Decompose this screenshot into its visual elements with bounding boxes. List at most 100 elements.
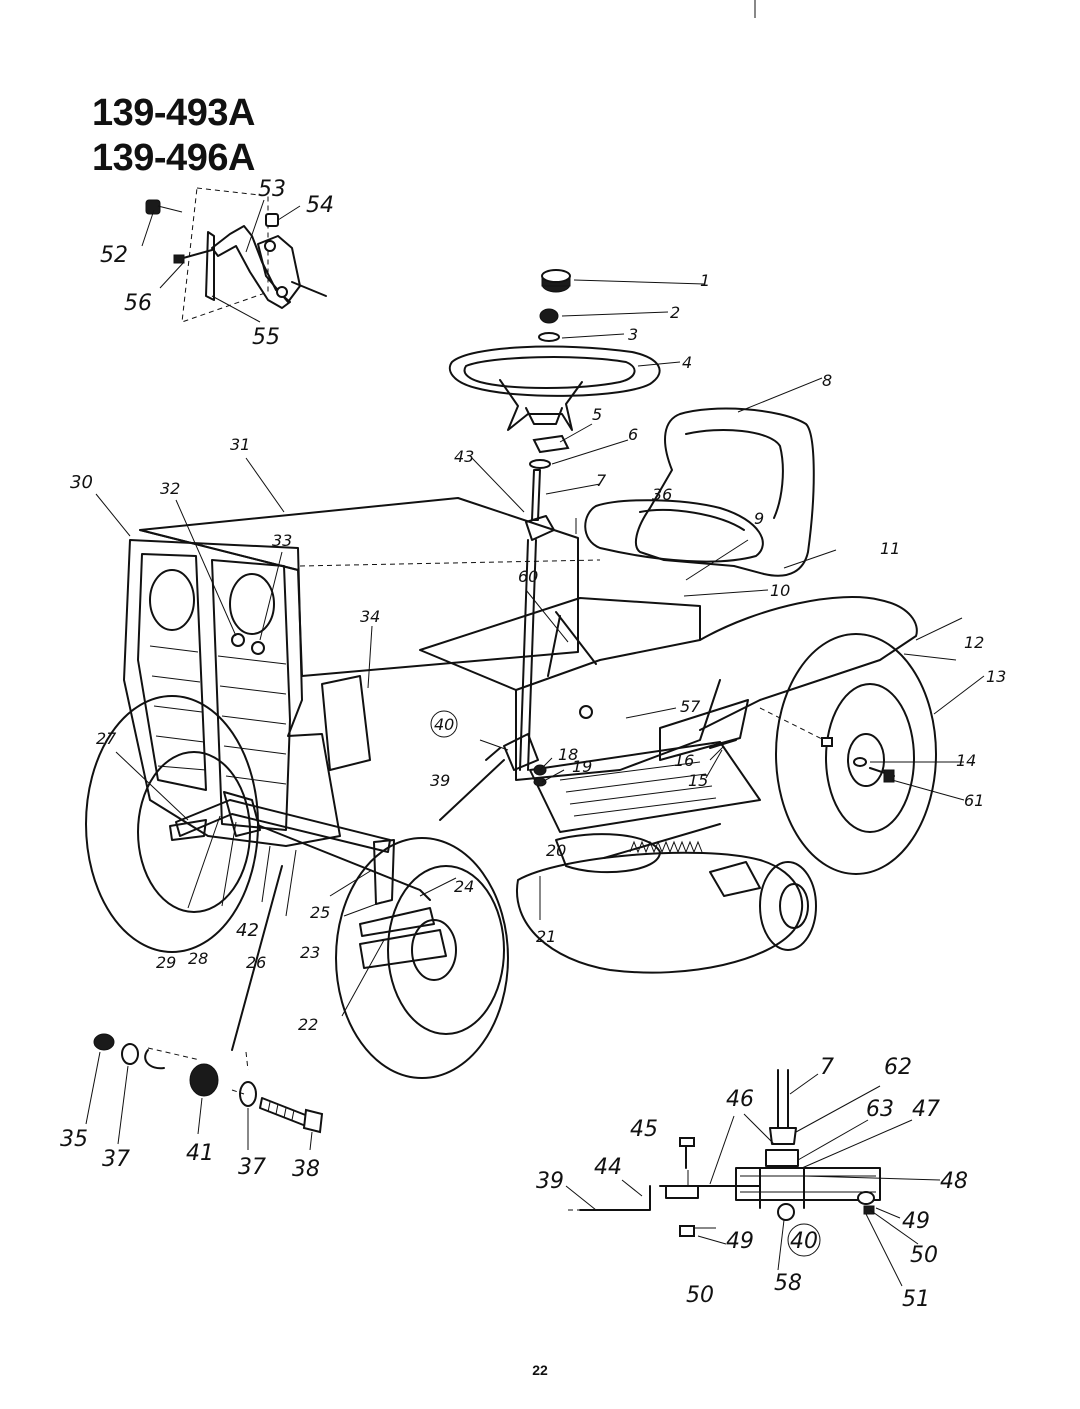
bolt-icon bbox=[679, 1137, 695, 1169]
headlight-left bbox=[149, 569, 195, 631]
callout-13: 13 bbox=[986, 667, 1006, 686]
callout-58: 58 bbox=[774, 1271, 802, 1296]
callout-40-detail-circle: 40 bbox=[787, 1223, 821, 1257]
callout-7: 7 bbox=[596, 471, 607, 490]
bolt-icon bbox=[259, 1097, 324, 1134]
leader-1 bbox=[573, 279, 705, 285]
callout-labels: 53 54 52 56 55 1 2 3 4 8 5 6 31 43 7 30 … bbox=[60, 177, 1006, 1312]
brake-lever bbox=[211, 225, 291, 309]
deck-spring bbox=[603, 823, 721, 859]
axle-callout-line bbox=[231, 865, 283, 1051]
callout-39-detail: 39 bbox=[536, 1169, 564, 1194]
rear-tire bbox=[775, 633, 937, 875]
leader-53 bbox=[245, 199, 265, 253]
pivot-hole bbox=[264, 240, 276, 252]
callout-28: 28 bbox=[188, 949, 208, 968]
callout-6: 6 bbox=[628, 425, 638, 444]
callout-25: 25 bbox=[310, 903, 330, 922]
callout-32: 32 bbox=[160, 479, 180, 498]
callout-7-detail: 7 bbox=[820, 1055, 834, 1080]
nut-icon bbox=[265, 213, 279, 227]
gauge-wheel bbox=[759, 861, 817, 951]
bushing-icon bbox=[189, 1063, 219, 1097]
hood-icon bbox=[95, 457, 601, 847]
callout-45: 45 bbox=[630, 1117, 658, 1142]
callout-18: 18 bbox=[558, 745, 578, 764]
page-number: 22 bbox=[532, 1362, 548, 1378]
callout-42: 42 bbox=[236, 920, 259, 941]
callout-46: 46 bbox=[726, 1087, 754, 1112]
callout-19: 19 bbox=[572, 757, 592, 776]
callout-26: 26 bbox=[246, 953, 266, 972]
brake-cable-stub bbox=[291, 281, 327, 297]
front-axle bbox=[115, 751, 505, 1051]
linkage-hardware bbox=[479, 733, 737, 787]
callout-3: 3 bbox=[628, 325, 638, 344]
callout-43: 43 bbox=[454, 447, 474, 466]
model-number-primary: 139-493A bbox=[92, 92, 255, 134]
callout-36: 36 bbox=[652, 485, 672, 504]
callout-56: 56 bbox=[124, 291, 152, 316]
pin-icon bbox=[173, 249, 213, 264]
callout-34: 34 bbox=[360, 607, 380, 626]
steering-gear-detail bbox=[565, 1069, 941, 1287]
dash-light bbox=[321, 675, 371, 771]
callout-21: 21 bbox=[536, 927, 556, 946]
hub-washer-icon bbox=[529, 459, 551, 469]
callout-40-circle: 40 bbox=[430, 710, 458, 738]
callout-49-right: 49 bbox=[902, 1209, 930, 1234]
callout-14: 14 bbox=[956, 751, 976, 770]
callout-47: 47 bbox=[912, 1097, 940, 1122]
callout-22: 22 bbox=[298, 1015, 318, 1034]
callout-31: 31 bbox=[230, 435, 250, 454]
callout-50-right: 50 bbox=[910, 1243, 938, 1268]
callout-61: 61 bbox=[964, 791, 984, 810]
spindle bbox=[359, 929, 447, 969]
headlight-bulb bbox=[251, 641, 265, 655]
lift-lever bbox=[547, 611, 597, 677]
drag-link bbox=[439, 759, 505, 821]
callout-49-left: 49 bbox=[726, 1229, 754, 1254]
callout-40: 40 bbox=[434, 715, 454, 734]
callout-55: 55 bbox=[252, 325, 280, 350]
callout-62: 62 bbox=[884, 1055, 912, 1080]
callout-10: 10 bbox=[770, 581, 790, 600]
axle-hardware-detail bbox=[85, 1033, 324, 1151]
callout-41: 41 bbox=[186, 1141, 214, 1166]
body-panel bbox=[321, 518, 957, 833]
callout-37-right: 37 bbox=[238, 1155, 266, 1180]
leader-54 bbox=[277, 205, 301, 221]
callout-8: 8 bbox=[822, 371, 832, 390]
callout-23: 23 bbox=[300, 943, 320, 962]
callout-57: 57 bbox=[680, 697, 701, 716]
callout-2: 2 bbox=[670, 303, 680, 322]
model-number-secondary: 139-496A bbox=[92, 137, 255, 179]
washer-icon bbox=[121, 1043, 139, 1065]
washer-icon bbox=[538, 332, 560, 342]
foot-plate bbox=[529, 741, 761, 833]
steering-nut-icon bbox=[539, 308, 559, 324]
wheel-icon bbox=[85, 633, 937, 1079]
callout-5: 5 bbox=[592, 405, 602, 424]
inset-plate-outline bbox=[181, 187, 269, 323]
callout-12: 12 bbox=[964, 633, 984, 652]
callout-35: 35 bbox=[60, 1127, 88, 1152]
callout-40-detail: 40 bbox=[790, 1229, 818, 1254]
callout-29: 29 bbox=[156, 953, 176, 972]
nut-icon bbox=[93, 1033, 115, 1051]
callout-37-left: 37 bbox=[102, 1147, 130, 1172]
callout-63: 63 bbox=[866, 1097, 894, 1122]
callout-51: 51 bbox=[902, 1287, 930, 1312]
callout-54: 54 bbox=[306, 193, 334, 218]
hub-adapter-icon bbox=[532, 434, 570, 454]
callout-53: 53 bbox=[258, 177, 286, 202]
callout-52: 52 bbox=[100, 243, 128, 268]
headlight-bulb bbox=[231, 633, 245, 647]
callout-27: 27 bbox=[96, 729, 117, 748]
callout-48: 48 bbox=[940, 1169, 968, 1194]
pivot-hole bbox=[276, 286, 288, 298]
callout-38: 38 bbox=[292, 1157, 320, 1182]
callout-44: 44 bbox=[594, 1155, 622, 1180]
callout-39: 39 bbox=[430, 771, 450, 790]
callout-16: 16 bbox=[674, 751, 694, 770]
